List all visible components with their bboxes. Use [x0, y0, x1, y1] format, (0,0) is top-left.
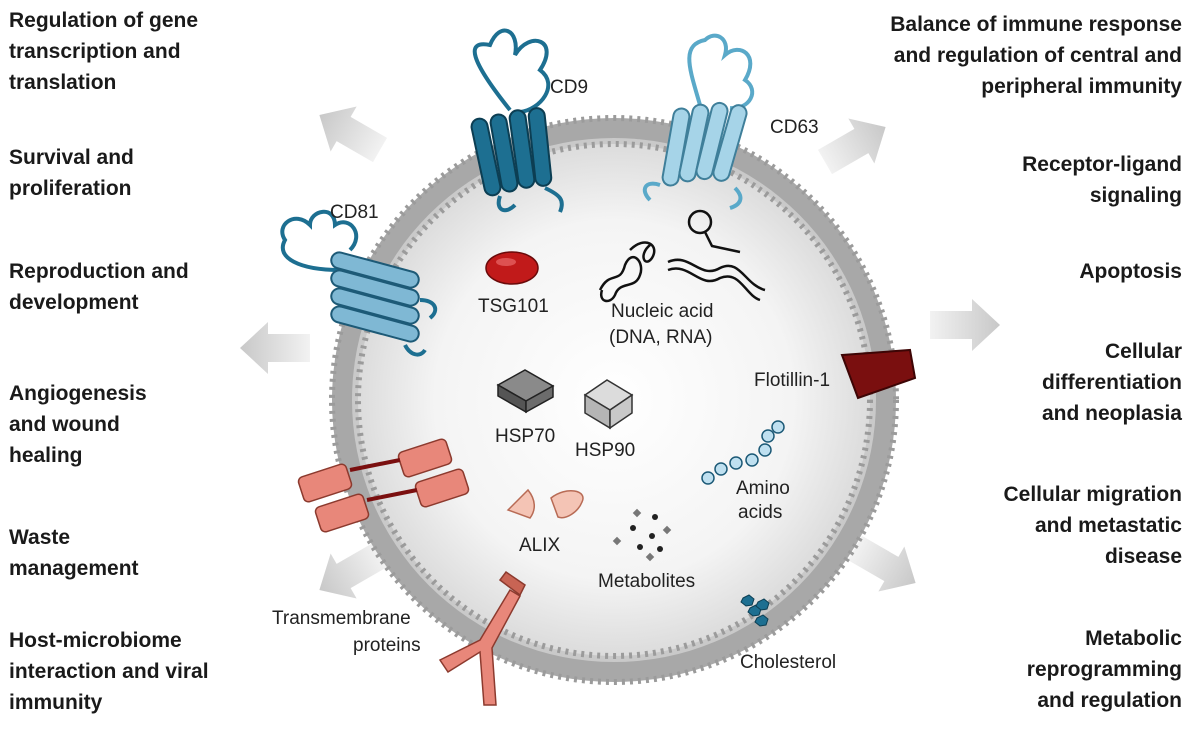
- transmembrane-label-2: proteins: [353, 635, 421, 656]
- cd81-label: CD81: [330, 202, 379, 223]
- function-survival: Survival and proliferation: [9, 146, 134, 200]
- cd63-label: CD63: [770, 117, 819, 138]
- nucleic-acid-shapes: [598, 209, 766, 303]
- arrow-upper-right: [818, 118, 886, 175]
- transmembrane-protein-y: [438, 570, 526, 706]
- hsp90-shape: [583, 379, 634, 430]
- hsp70-label: HSP70: [495, 426, 555, 447]
- function-reproduction: Reproduction and development: [9, 260, 189, 314]
- cholesterol-shape: [740, 594, 770, 627]
- function-host-microbiome: Host-microbiome interaction and viral im…: [9, 629, 209, 714]
- function-immune-balance: Balance of immune response and regulatio…: [890, 13, 1182, 98]
- nucleic-acid-label-1: Nucleic acid: [611, 301, 713, 322]
- cd9-label: CD9: [550, 77, 588, 98]
- metabolites-dots: [612, 508, 672, 562]
- function-angiogenesis: Angiogenesis and wound healing: [9, 382, 147, 467]
- flotillin-label: Flotillin-1: [754, 370, 830, 391]
- function-apoptosis: Apoptosis: [1079, 260, 1182, 283]
- alix-label: ALIX: [519, 535, 561, 556]
- function-migration: Cellular migration and metastatic diseas…: [1003, 483, 1182, 568]
- metabolites-label: Metabolites: [598, 571, 695, 592]
- amino-acids-label-2: acids: [738, 502, 782, 523]
- cholesterol-label: Cholesterol: [740, 652, 836, 673]
- tsg101-shape: [485, 251, 539, 285]
- arrow-middle-left: [240, 322, 310, 374]
- arrow-middle-right: [930, 299, 1000, 351]
- cd81-protein: [280, 209, 438, 357]
- amino-acid-chain: [701, 420, 785, 485]
- amino-acids-label-1: Amino: [736, 478, 790, 499]
- arrow-lower-left: [319, 542, 387, 599]
- function-receptor-signaling: Receptor-ligand signaling: [1022, 153, 1182, 207]
- cd63-protein: [642, 33, 755, 210]
- alix-shape: [506, 488, 584, 519]
- flotillin-shape: [840, 348, 917, 400]
- arrow-upper-left: [319, 106, 387, 163]
- transmembrane-label-1: Transmembrane: [272, 608, 411, 629]
- cd9-protein: [470, 28, 564, 213]
- hsp90-label: HSP90: [575, 440, 635, 461]
- function-waste-management: Waste management: [9, 526, 139, 580]
- tsg101-label: TSG101: [478, 296, 549, 317]
- transmembrane-proteins-upper: [297, 438, 470, 533]
- hsp70-shape: [496, 369, 555, 414]
- function-differentiation: Cellular differentiation and neoplasia: [1041, 340, 1182, 425]
- arrow-lower-right: [848, 535, 916, 592]
- nucleic-acid-label-2: (DNA, RNA): [609, 327, 712, 348]
- function-metabolic: Metabolic reprogramming and regulation: [1026, 627, 1182, 712]
- function-gene-regulation: Regulation of gene transcription and tra…: [9, 9, 198, 94]
